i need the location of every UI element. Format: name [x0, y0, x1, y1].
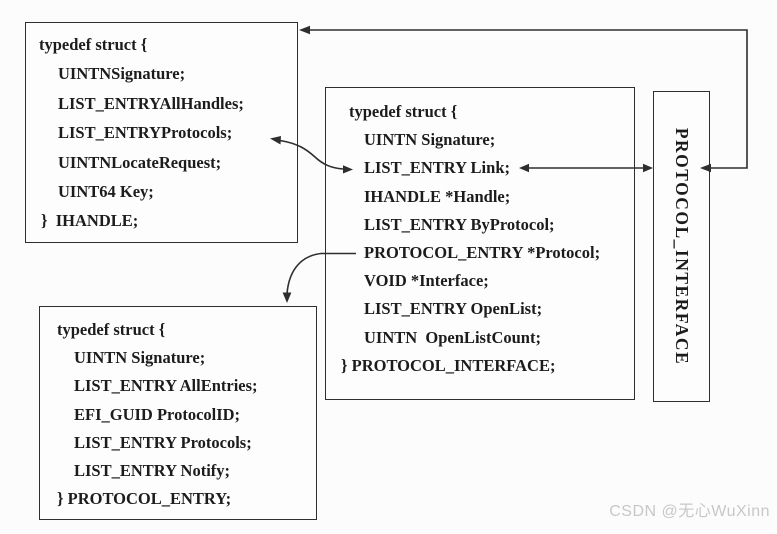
code-line: UINTNSignature;: [58, 64, 186, 84]
code-line: LIST_ENTRY Link;: [364, 158, 510, 178]
code-line: PROTOCOL_ENTRY *Protocol;: [364, 243, 601, 263]
ihandle-struct-box: typedef struct { UINTNSignature; LIST_EN…: [25, 22, 298, 243]
code-line: typedef struct {: [57, 320, 166, 339]
protocol-interface-vertical-box: PROTOCOL_INTERFACE: [653, 91, 710, 402]
protocol-interface-struct-box: typedef struct { UINTN Signature; LIST_E…: [325, 87, 635, 400]
csdn-watermark: CSDN @无心WuXinn: [609, 503, 770, 520]
code-line: VOID *Interface;: [364, 271, 489, 291]
code-line: typedef struct {: [349, 102, 458, 121]
code-line: LIST_ENTRY ByProtocol;: [364, 214, 555, 234]
code-line: } PROTOCOL_ENTRY;: [57, 489, 232, 509]
code-line: UINTN Signature;: [364, 130, 496, 150]
code-line: LIST_ENTRY AllEntries;: [74, 376, 258, 396]
code-line: UINTNLocateRequest;: [58, 152, 222, 172]
code-line: LIST_ENTRYProtocols;: [58, 123, 233, 143]
code-line: LIST_ENTRY Notify;: [74, 461, 231, 481]
code-line: LIST_ENTRY Protocols;: [74, 432, 252, 452]
protocol-interface-vertical-label: PROTOCOL_INTERFACE: [672, 127, 693, 366]
code-line: UINTN Signature;: [74, 348, 206, 368]
protocol-entry-struct-box: typedef struct { UINTN Signature; LIST_E…: [39, 306, 317, 520]
code-line: UINTN OpenListCount;: [364, 327, 541, 347]
code-line: LIST_ENTRYAllHandles;: [58, 93, 244, 113]
code-line: } PROTOCOL_INTERFACE;: [341, 355, 556, 375]
code-line: typedef struct {: [39, 35, 148, 54]
code-line: IHANDLE *Handle;: [364, 186, 511, 206]
code-line: EFI_GUID ProtocolID;: [74, 404, 241, 424]
code-line: LIST_ENTRY OpenList;: [364, 299, 543, 319]
code-line: UINT64 Key;: [58, 182, 154, 202]
code-line: } IHANDLE;: [41, 211, 139, 231]
